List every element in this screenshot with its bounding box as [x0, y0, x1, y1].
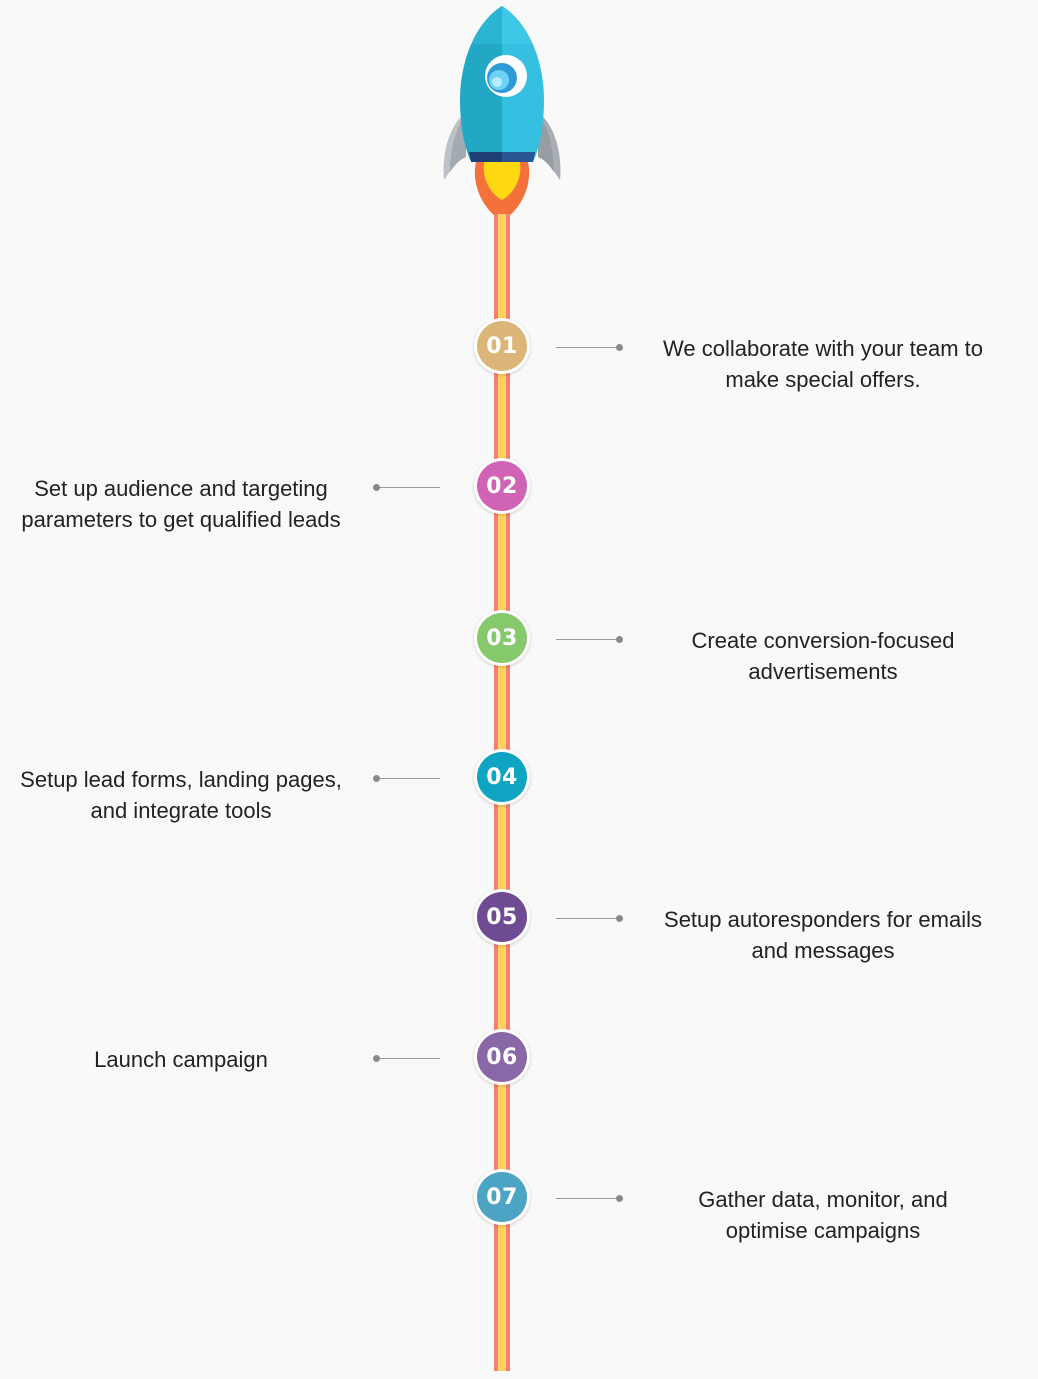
connector-05: [556, 915, 623, 922]
step-number-04: 04: [477, 752, 527, 802]
step-circle-01: 01: [474, 318, 530, 374]
connector-04: [373, 775, 440, 782]
connector-03: [556, 636, 623, 643]
step-number-03: 03: [477, 613, 527, 663]
step-text-05: Setup autoresponders for emails and mess…: [664, 907, 982, 963]
connector-02: [373, 484, 440, 491]
connector-06: [373, 1055, 440, 1062]
connector-01: [556, 344, 623, 351]
step-number-07: 07: [477, 1172, 527, 1222]
step-circle-03: 03: [474, 610, 530, 666]
connector-07: [556, 1195, 623, 1202]
step-circle-05: 05: [474, 889, 530, 945]
connector-dot: [616, 1195, 623, 1202]
step-text-07: Gather data, monitor, and optimise campa…: [698, 1187, 948, 1243]
step-text-01: We collaborate with your team to make sp…: [663, 336, 983, 392]
step-text-06: Launch campaign: [94, 1047, 268, 1072]
step-text-03: Create conversion-focused advertisements: [691, 628, 955, 684]
step-number-01: 01: [477, 321, 527, 371]
step-text-04: Setup lead forms, landing pages, and int…: [20, 767, 342, 823]
step-circle-07: 07: [474, 1169, 530, 1225]
connector-dot: [616, 915, 623, 922]
connector-dot: [373, 484, 380, 491]
connector-dot: [616, 636, 623, 643]
connector-dot: [616, 344, 623, 351]
step-circle-04: 04: [474, 749, 530, 805]
step-number-02: 02: [477, 461, 527, 511]
step-circle-02: 02: [474, 458, 530, 514]
rocket-icon: [443, 6, 561, 222]
step-number-06: 06: [477, 1032, 527, 1082]
step-text-02: Set up audience and targeting parameters…: [21, 476, 341, 532]
step-circle-06: 06: [474, 1029, 530, 1085]
step-number-05: 05: [477, 892, 527, 942]
connector-dot: [373, 775, 380, 782]
connector-dot: [373, 1055, 380, 1062]
